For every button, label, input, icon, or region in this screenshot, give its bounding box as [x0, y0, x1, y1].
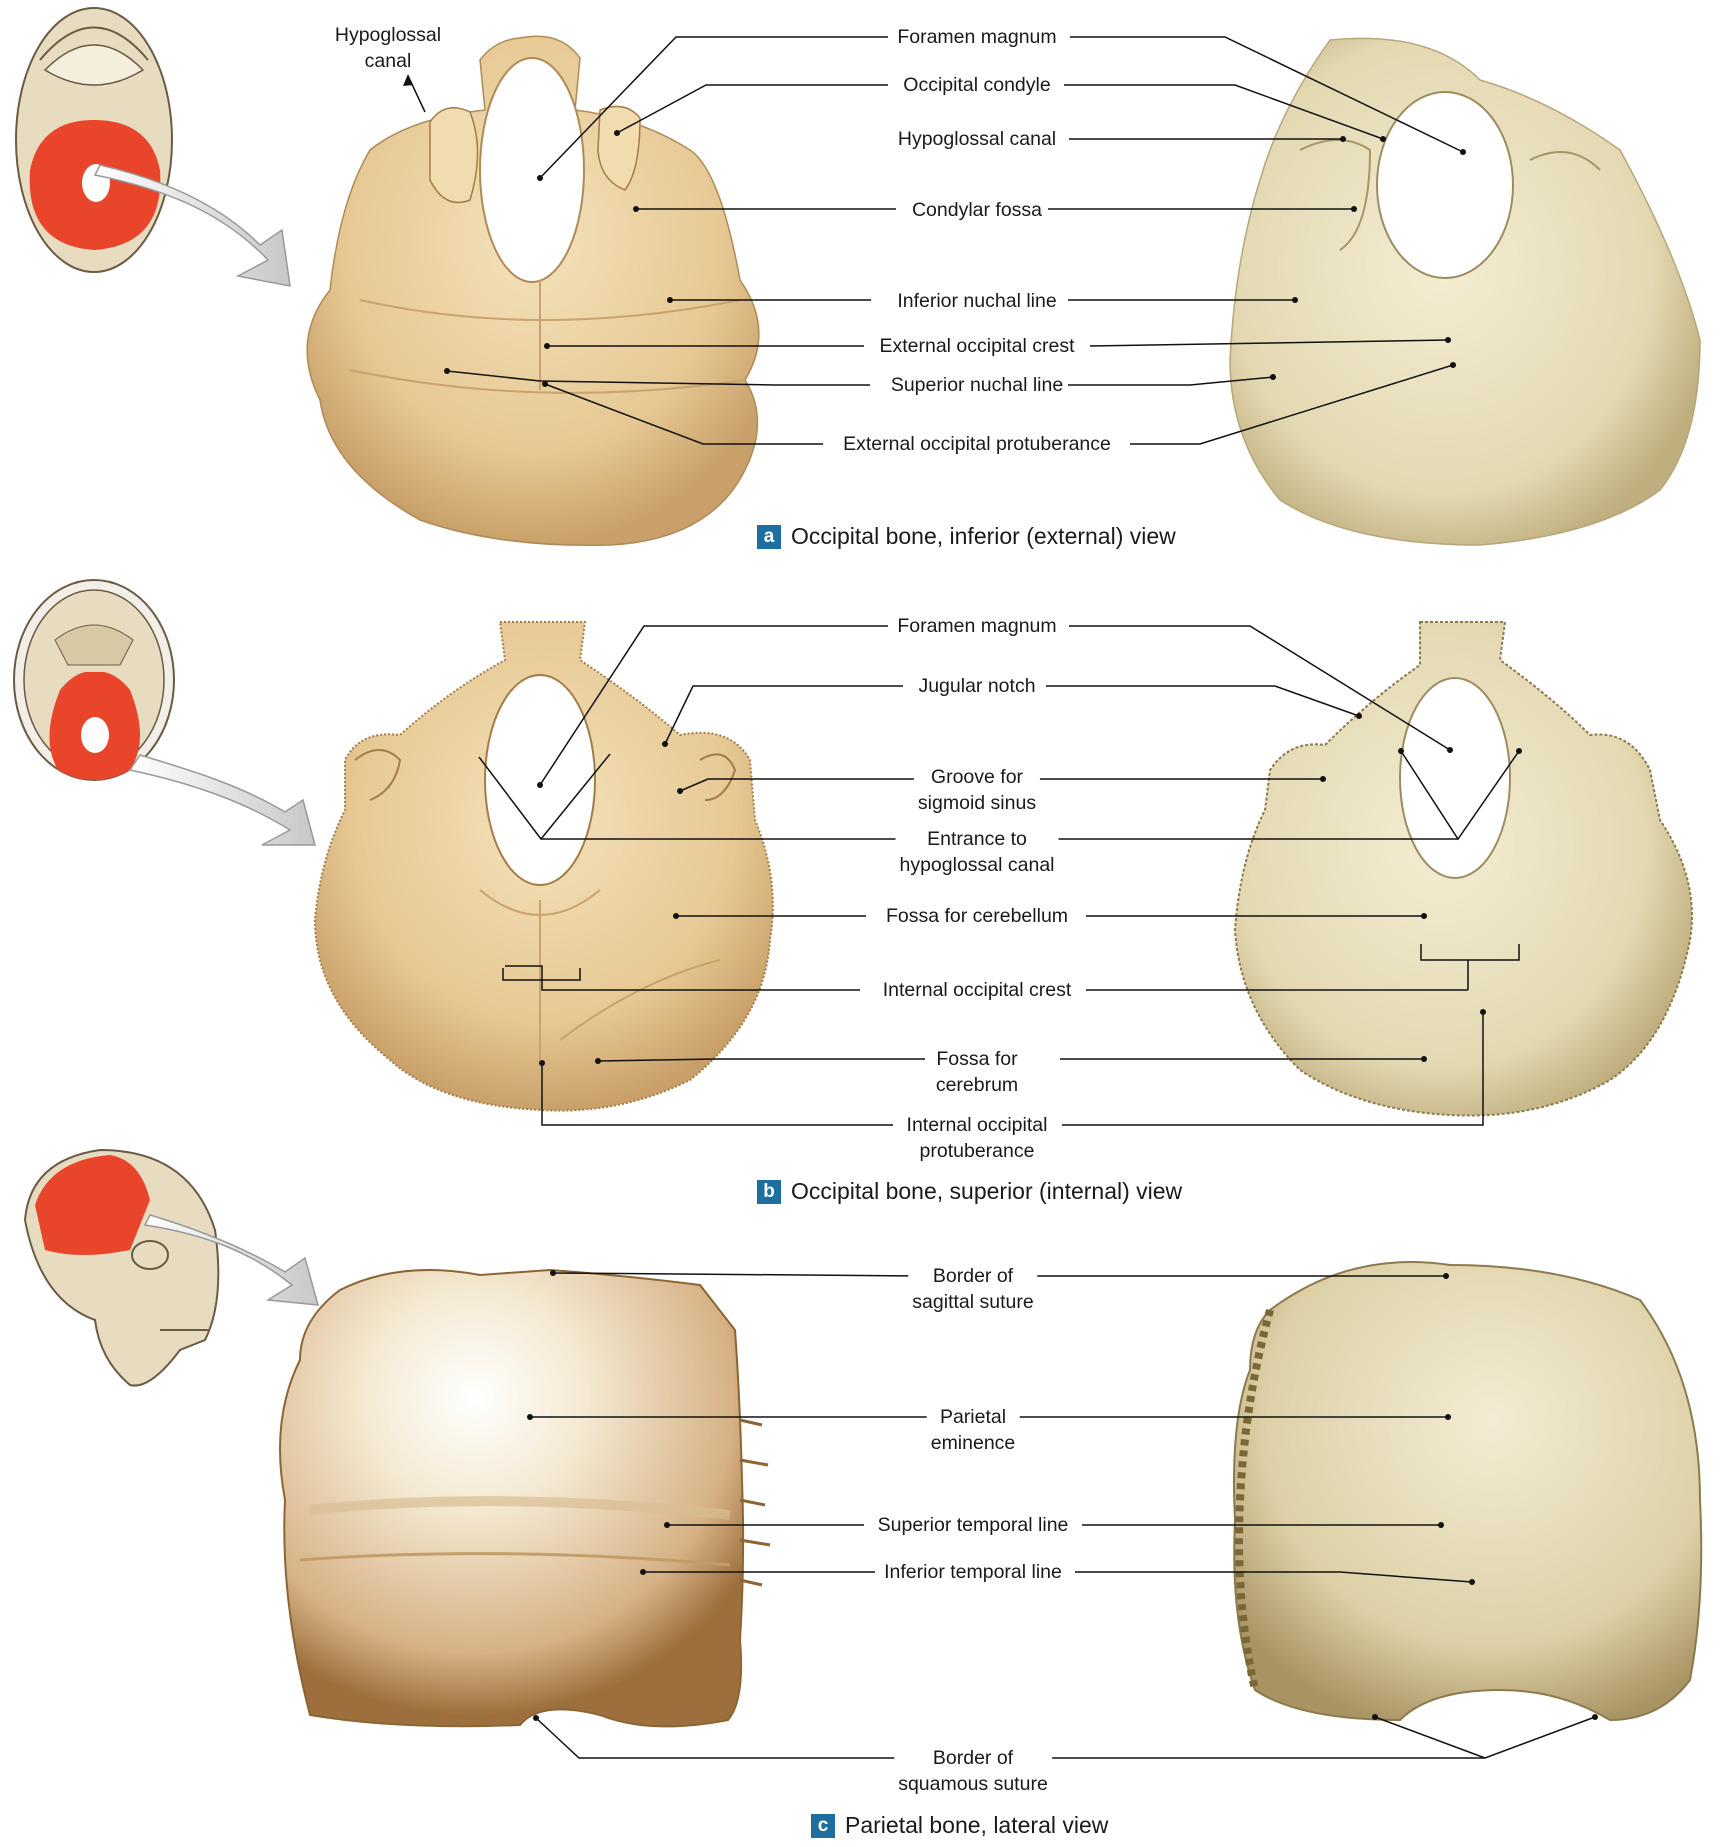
occipital-inferior-illustration: [307, 36, 759, 545]
panel-badge-a: a: [757, 525, 781, 549]
label-line: Border of: [912, 1263, 1033, 1289]
panel-c: [25, 1150, 1701, 1758]
panel-badge-c: c: [811, 1814, 835, 1838]
occipital-superior-illustration: [315, 622, 773, 1111]
label-hypoglossal-canal-top: Hypoglossal canal: [331, 22, 445, 74]
panel-a: [16, 8, 1700, 545]
label-internal-occipital-crest: Internal occipital crest: [879, 977, 1076, 1003]
label-line: Parietal: [931, 1404, 1016, 1430]
label-entrance-hypoglossal-canal: Entrance to hypoglossal canal: [895, 826, 1058, 878]
caption-text-a: Occipital bone, inferior (external) view: [791, 523, 1176, 549]
label-line: Groove for: [918, 764, 1036, 790]
label-foramen-magnum-a: Foramen magnum: [893, 24, 1060, 50]
label-border-squamous-suture: Border of squamous suture: [894, 1745, 1052, 1797]
caption-panel-c: c Parietal bone, lateral view: [811, 1811, 1108, 1839]
caption-panel-b: b Occipital bone, superior (internal) vie…: [757, 1177, 1182, 1205]
label-occipital-condyle: Occipital condyle: [899, 72, 1054, 98]
label-line: Internal occipital: [907, 1112, 1048, 1138]
label-external-occipital-protuberance: External occipital protuberance: [839, 431, 1115, 457]
label-inferior-temporal-line: Inferior temporal line: [880, 1559, 1066, 1585]
skull-lateral-thumbnail: [25, 1150, 218, 1386]
label-line: Entrance to: [899, 826, 1054, 852]
label-line: cerebrum: [936, 1072, 1018, 1098]
pointer-arrow: [130, 755, 315, 845]
label-line: protuberance: [907, 1138, 1048, 1164]
label-superior-temporal-line: Superior temporal line: [874, 1512, 1073, 1538]
skull-inferior-thumbnail: [16, 8, 172, 272]
label-fossa-cerebrum: Fossa for cerebrum: [932, 1046, 1022, 1098]
label-line: Fossa for: [936, 1046, 1018, 1072]
panel-badge-b: b: [757, 1180, 781, 1204]
panel-b: [14, 580, 1692, 1125]
parietal-lateral-illustration: [280, 1270, 770, 1726]
label-line: Hypoglossal: [335, 22, 441, 48]
label-line: squamous suture: [898, 1771, 1048, 1797]
parietal-lateral-photo: [1234, 1262, 1701, 1720]
label-line: sagittal suture: [912, 1289, 1033, 1315]
label-external-occipital-crest: External occipital crest: [875, 333, 1078, 359]
caption-text-b: Occipital bone, superior (internal) view: [791, 1178, 1182, 1204]
label-line: eminence: [931, 1430, 1016, 1456]
label-parietal-eminence: Parietal eminence: [927, 1404, 1020, 1456]
label-line: Border of: [898, 1745, 1048, 1771]
label-foramen-magnum-b: Foramen magnum: [893, 613, 1060, 639]
label-fossa-cerebellum: Fossa for cerebellum: [882, 903, 1072, 929]
caption-panel-a: a Occipital bone, inferior (external) vie…: [757, 522, 1176, 550]
label-groove-sigmoid-sinus: Groove for sigmoid sinus: [914, 764, 1040, 816]
caption-text-c: Parietal bone, lateral view: [845, 1812, 1108, 1838]
label-internal-occipital-protuberance: Internal occipital protuberance: [903, 1112, 1052, 1164]
occipital-inferior-photo: [1230, 38, 1700, 545]
label-condylar-fossa: Condylar fossa: [908, 197, 1046, 223]
label-superior-nuchal-line: Superior nuchal line: [887, 372, 1067, 398]
label-border-sagittal-suture: Border of sagittal suture: [908, 1263, 1037, 1315]
label-jugular-notch: Jugular notch: [914, 673, 1039, 699]
label-inferior-nuchal-line: Inferior nuchal line: [893, 288, 1060, 314]
label-line: canal: [335, 48, 441, 74]
label-line: hypoglossal canal: [899, 852, 1054, 878]
label-line: sigmoid sinus: [918, 790, 1036, 816]
skull-superior-thumbnail: [14, 580, 174, 780]
label-hypoglossal-canal: Hypoglossal canal: [894, 126, 1060, 152]
